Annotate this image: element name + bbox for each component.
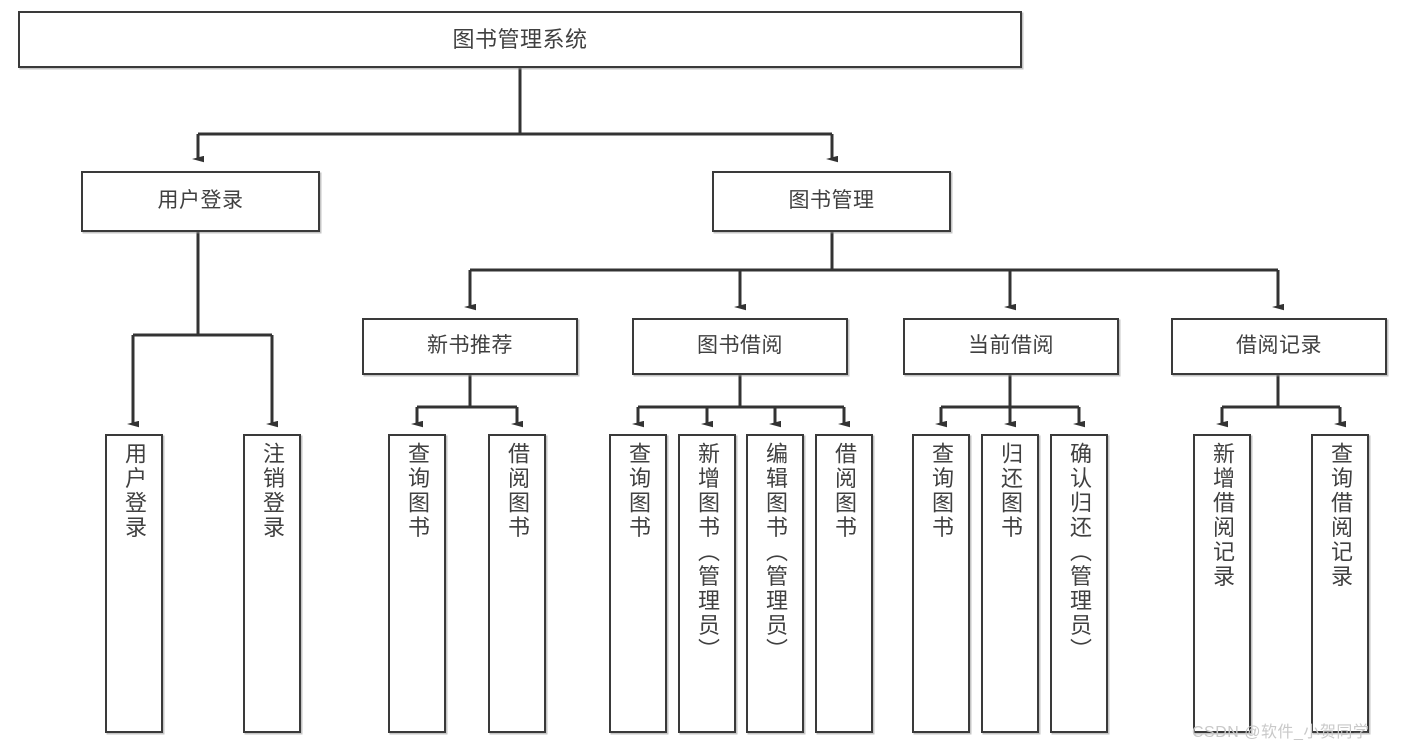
node-leaf-confirm-return[interactable]: 确认归还（管理员） <box>1050 434 1108 733</box>
node-root-label: 图书管理系统 <box>452 26 588 52</box>
node-leaf-add-book-label: 新增图书（管理员） <box>695 442 720 663</box>
node-leaf-query-book-2-label: 查询图书 <box>626 442 651 540</box>
node-leaf-logout-login-label: 注销登录 <box>260 442 285 540</box>
node-borrow-record-label: 借阅记录 <box>1236 334 1322 358</box>
node-book-borrow[interactable]: 图书借阅 <box>632 318 848 375</box>
node-leaf-borrow-book-2[interactable]: 借阅图书 <box>815 434 873 733</box>
watermark: CSDN @软件_小贺同学 <box>1192 724 1370 741</box>
node-leaf-query-record[interactable]: 查询借阅记录 <box>1311 434 1369 733</box>
node-leaf-return-book-label: 归还图书 <box>998 442 1023 540</box>
node-leaf-borrow-book-2-label: 借阅图书 <box>832 442 857 540</box>
node-leaf-query-book-1-label: 查询图书 <box>405 442 430 540</box>
node-current-borrow-label: 当前借阅 <box>968 334 1054 358</box>
node-user-login-label: 用户登录 <box>157 189 244 213</box>
node-leaf-edit-book[interactable]: 编辑图书（管理员） <box>746 434 804 733</box>
node-leaf-query-book-3[interactable]: 查询图书 <box>912 434 970 733</box>
node-leaf-borrow-book-1[interactable]: 借阅图书 <box>488 434 546 733</box>
node-leaf-confirm-return-label: 确认归还（管理员） <box>1067 442 1092 663</box>
node-leaf-add-book[interactable]: 新增图书（管理员） <box>678 434 736 733</box>
node-leaf-user-login[interactable]: 用户登录 <box>105 434 163 733</box>
node-leaf-user-login-label: 用户登录 <box>122 442 147 540</box>
node-new-book-recommend[interactable]: 新书推荐 <box>362 318 578 375</box>
node-leaf-query-book-3-label: 查询图书 <box>929 442 954 540</box>
node-book-manage[interactable]: 图书管理 <box>712 171 951 232</box>
node-leaf-return-book[interactable]: 归还图书 <box>981 434 1039 733</box>
node-leaf-query-record-label: 查询借阅记录 <box>1328 442 1353 589</box>
node-current-borrow[interactable]: 当前借阅 <box>903 318 1119 375</box>
node-root[interactable]: 图书管理系统 <box>18 11 1022 68</box>
node-leaf-add-record[interactable]: 新增借阅记录 <box>1193 434 1251 733</box>
node-leaf-edit-book-label: 编辑图书（管理员） <box>763 442 788 663</box>
node-user-login[interactable]: 用户登录 <box>81 171 320 232</box>
node-book-borrow-label: 图书借阅 <box>697 334 783 358</box>
node-leaf-query-book-2[interactable]: 查询图书 <box>609 434 667 733</box>
node-leaf-add-record-label: 新增借阅记录 <box>1210 442 1235 589</box>
node-book-manage-label: 图书管理 <box>788 189 875 213</box>
node-leaf-query-book-1[interactable]: 查询图书 <box>388 434 446 733</box>
node-leaf-logout-login[interactable]: 注销登录 <box>243 434 301 733</box>
node-leaf-borrow-book-1-label: 借阅图书 <box>505 442 530 540</box>
node-new-book-recommend-label: 新书推荐 <box>427 334 513 358</box>
node-borrow-record[interactable]: 借阅记录 <box>1171 318 1387 375</box>
